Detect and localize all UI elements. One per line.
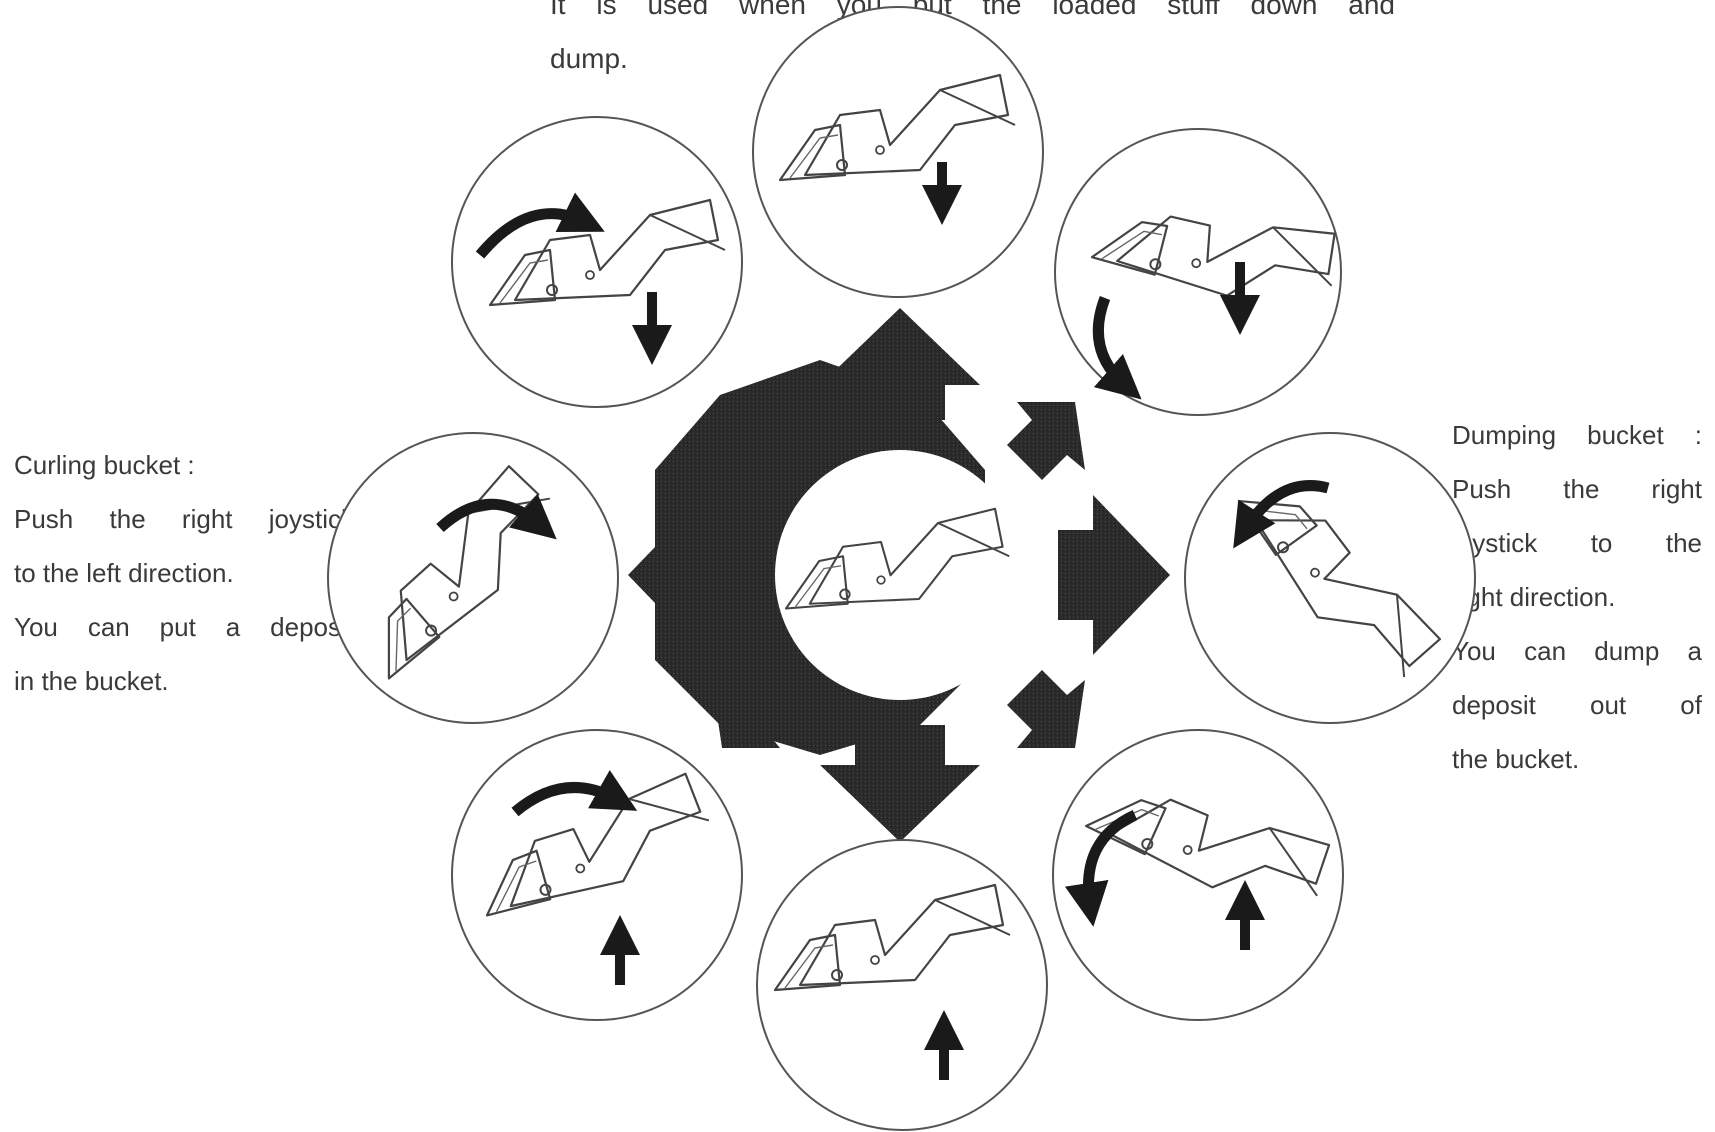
position-circle bbox=[1055, 129, 1341, 415]
position-circle bbox=[753, 7, 1043, 297]
position-boom-lower bbox=[753, 7, 1043, 297]
arrow-down-right-icon bbox=[1007, 670, 1085, 748]
position-boom-raise-dump bbox=[1053, 730, 1343, 1020]
position-dump bbox=[1185, 433, 1475, 723]
position-circle bbox=[1053, 730, 1343, 1020]
position-circle bbox=[328, 433, 618, 723]
position-boom-raise-curl bbox=[452, 730, 742, 1020]
position-boom-lower-curl bbox=[452, 117, 742, 407]
position-boom-lower-dump bbox=[1055, 129, 1349, 415]
center-neutral-circle bbox=[775, 450, 1025, 700]
position-boom-raise bbox=[757, 840, 1047, 1130]
arrow-up-right-icon bbox=[1007, 402, 1085, 480]
position-circle bbox=[452, 730, 742, 1020]
position-curl bbox=[328, 433, 618, 723]
arrow-right-icon bbox=[1058, 495, 1170, 655]
eight-direction-arrow-icon bbox=[628, 308, 1170, 842]
position-circle bbox=[1185, 433, 1475, 723]
